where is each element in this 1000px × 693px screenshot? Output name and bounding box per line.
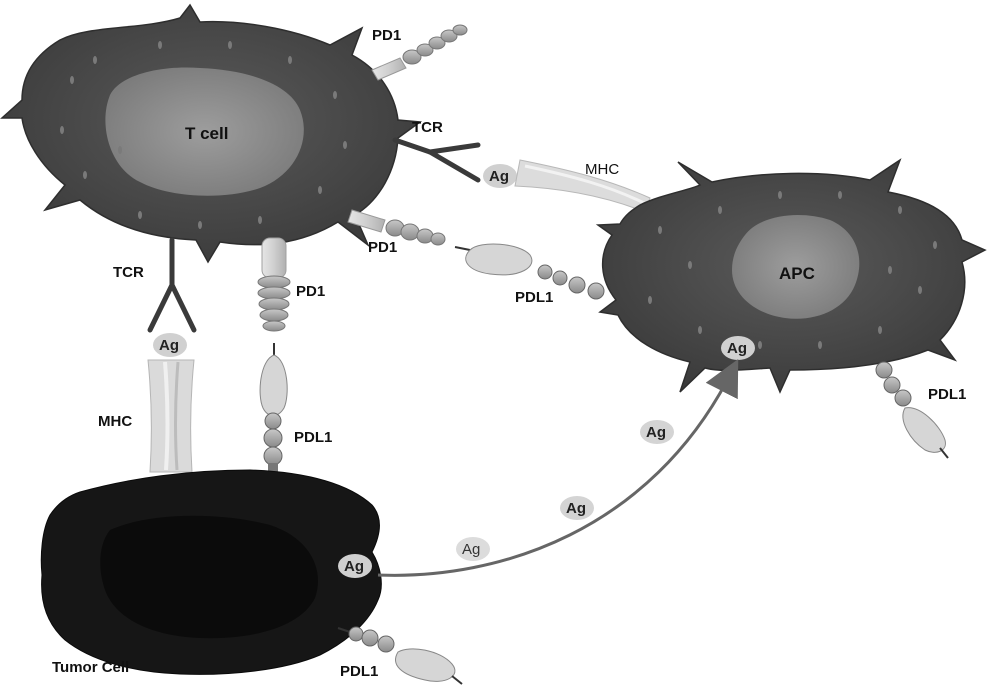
tumor-cell-nucleus bbox=[100, 515, 318, 639]
tcr-left-receptor bbox=[147, 237, 197, 333]
mhc-left-label: MHC bbox=[98, 413, 132, 430]
antigen-transfer-arrow bbox=[377, 359, 739, 577]
t-cell-dots bbox=[60, 41, 347, 229]
apc-cell: APC bbox=[595, 158, 987, 394]
mhc-right-receptor bbox=[514, 159, 651, 213]
tcr-right-label: TCR bbox=[412, 119, 443, 136]
t-cell-nucleus bbox=[105, 67, 304, 196]
tumor-cell: Tumor Cell bbox=[40, 469, 382, 676]
ag-path-1: Ag bbox=[456, 537, 490, 561]
apc-label: APC bbox=[779, 264, 815, 283]
svg-text:Ag: Ag bbox=[462, 541, 480, 558]
pdl1-tumor-bottom-ligand bbox=[337, 626, 463, 685]
pdl1-apc-bottom-ligand bbox=[875, 361, 949, 459]
pd1-mid-receptor bbox=[347, 209, 446, 246]
mhc-right-label: MHC bbox=[585, 161, 619, 178]
svg-text:Ag: Ag bbox=[566, 500, 586, 517]
pd1-left-receptor bbox=[257, 237, 291, 332]
pd1-top-receptor bbox=[371, 24, 468, 81]
pdl1-left-label: PDL1 bbox=[294, 429, 332, 446]
pdl1-left-ligand bbox=[259, 343, 288, 473]
t-cell-label: T cell bbox=[185, 124, 228, 143]
pd1-mid-label: PD1 bbox=[368, 239, 397, 256]
apc-cell-nucleus bbox=[732, 215, 860, 319]
tumor-cell-label: Tumor Cell bbox=[52, 659, 129, 676]
t-cell: T cell bbox=[0, 3, 423, 264]
apc-cell-dots bbox=[648, 191, 937, 349]
pdl1-apc-mid-ligand bbox=[454, 243, 605, 300]
svg-text:Ag: Ag bbox=[159, 337, 179, 354]
svg-text:Ag: Ag bbox=[646, 424, 666, 441]
ag-path-3: Ag bbox=[640, 420, 674, 444]
ag-tumor: Ag bbox=[338, 554, 372, 578]
tcr-right-receptor bbox=[392, 137, 481, 183]
pd1-left-label: PD1 bbox=[296, 283, 325, 300]
svg-text:Ag: Ag bbox=[489, 168, 509, 185]
ag-tcr-tumor: Ag bbox=[153, 333, 187, 357]
pdl1-tumor-bottom-label: PDL1 bbox=[340, 663, 378, 680]
ag-path-2: Ag bbox=[560, 496, 594, 520]
pdl1-apc-bottom-label: PDL1 bbox=[928, 386, 966, 403]
mhc-left-receptor bbox=[147, 359, 195, 473]
svg-text:Ag: Ag bbox=[727, 340, 747, 357]
ag-apc: Ag bbox=[721, 336, 755, 360]
ag-tcr-apc: Ag bbox=[483, 164, 517, 188]
tcr-left-label: TCR bbox=[113, 264, 144, 281]
svg-text:Ag: Ag bbox=[344, 558, 364, 575]
pd1-top-label: PD1 bbox=[372, 27, 401, 44]
pdl1-apc-mid-label: PDL1 bbox=[515, 289, 553, 306]
